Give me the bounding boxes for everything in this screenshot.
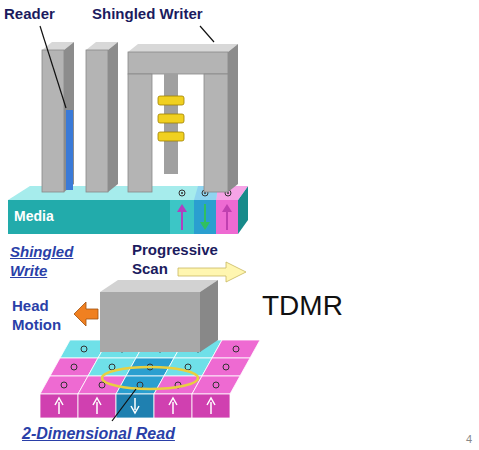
shingled-writer-yoke	[158, 132, 184, 141]
media-slab	[8, 200, 238, 234]
part-label: Shingled Writer	[92, 4, 203, 23]
track-grid	[213, 382, 219, 388]
shingled-writer-yoke	[128, 74, 152, 192]
media-slab	[204, 204, 206, 224]
part-label: Head Motion	[12, 296, 72, 334]
read-write-head	[100, 280, 218, 292]
media-slab	[170, 200, 194, 234]
media-slab	[216, 200, 238, 234]
track-grid	[55, 398, 63, 414]
track-grid	[202, 358, 250, 376]
track-grid	[99, 382, 105, 388]
track-grid	[109, 364, 115, 370]
media-slab	[200, 222, 210, 230]
track-grid	[233, 346, 239, 352]
track-grid	[192, 394, 230, 418]
track-grid	[185, 364, 191, 370]
track-grid	[169, 398, 177, 414]
shingled-writer-yoke	[164, 74, 178, 174]
part-label: Reader	[4, 4, 55, 23]
track-grid	[61, 382, 67, 388]
reader-shield-plates	[42, 50, 64, 192]
media-slab	[226, 210, 228, 230]
read-write-head	[100, 280, 218, 352]
reader-shield-plates	[64, 42, 74, 192]
reader-shield-plates	[42, 42, 118, 192]
track-grid	[116, 394, 154, 418]
track-grid	[131, 398, 139, 413]
head-motion-arrow	[74, 302, 98, 326]
media-slab	[8, 186, 248, 234]
leader-lines	[200, 26, 214, 42]
read-write-head	[100, 292, 200, 352]
shingled-writer-yoke	[128, 44, 238, 52]
track-grid	[212, 340, 260, 358]
reader-shield-plates	[86, 50, 108, 192]
part-label: Media	[14, 207, 54, 226]
shingled-writer-yoke	[128, 44, 238, 192]
shingled-writer-yoke	[158, 114, 184, 123]
media-slab	[181, 192, 183, 194]
media-slab	[177, 204, 187, 212]
track-grid	[207, 398, 215, 414]
media-slab	[181, 210, 183, 230]
media-slab	[179, 190, 185, 196]
leader-lines	[40, 26, 214, 421]
leader-lines	[112, 389, 136, 421]
track-grid	[40, 394, 78, 418]
shingled-writer-yoke	[128, 52, 228, 74]
track-grid	[192, 376, 240, 394]
media-slab	[194, 200, 216, 234]
track-grid	[154, 394, 192, 418]
track-grid	[93, 398, 101, 414]
slide-title: TDMR	[262, 290, 343, 322]
part-label: Progressive Scan	[132, 240, 228, 278]
part-label: 2-Dimensional Read	[22, 424, 175, 443]
reader-shield-plates	[66, 110, 73, 190]
track-grid	[137, 382, 143, 388]
leader-lines	[40, 26, 66, 108]
track-grid	[78, 394, 116, 418]
head-motion-arrow	[74, 302, 98, 326]
shingled-writer-yoke	[228, 44, 238, 192]
read-write-head	[200, 280, 218, 352]
shingled-writer-yoke	[204, 74, 228, 192]
progressive-scan-arrow	[178, 262, 246, 282]
part-label: Shingled Write	[10, 242, 82, 280]
track-grid	[81, 346, 87, 352]
read-ellipse	[102, 367, 198, 389]
reader-shield-plates	[108, 42, 118, 192]
shingled-writer-yoke	[158, 96, 184, 105]
page-number: 4	[466, 432, 472, 446]
progressive-scan-arrow	[178, 262, 246, 282]
media-slab	[222, 204, 232, 212]
track-grid	[71, 364, 77, 370]
read-ellipse	[102, 367, 198, 389]
track-grid	[223, 364, 229, 370]
